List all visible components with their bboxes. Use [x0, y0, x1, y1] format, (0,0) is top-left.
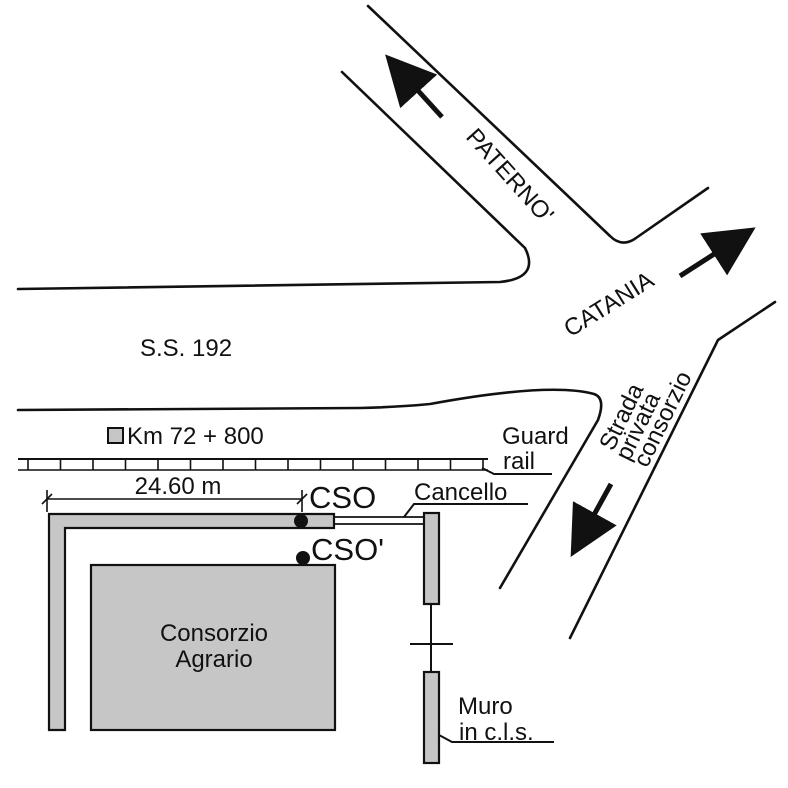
- muro-leader: [438, 734, 554, 743]
- km-marker-icon: [107, 427, 124, 444]
- cso-prime-point-icon: [296, 551, 310, 565]
- label-consorzio-agrario-line2: Agrario: [175, 646, 252, 673]
- consorzio-agrario-building: [89, 563, 337, 732]
- wall-segment-upper: [422, 511, 441, 606]
- road-ss192-north-edge: [16, 70, 531, 291]
- road-catania-south-edge: [568, 300, 777, 640]
- arrow-paterno: [385, 54, 444, 119]
- dimension-line: [41, 490, 308, 512]
- label-cancello: Cancello: [414, 479, 507, 506]
- label-distance: 24.60 m: [135, 473, 222, 500]
- road-paterno-east-edge: [366, 4, 710, 244]
- label-cso: CSO: [309, 480, 376, 515]
- label-rail: rail: [503, 448, 535, 475]
- label-ss192: S.S. 192: [140, 335, 232, 362]
- arrow-catania: [678, 227, 756, 279]
- label-catania: CATANIA: [559, 267, 658, 343]
- arrow-strada-privata: [570, 482, 617, 558]
- label-muro-cls: in c.l.s.: [459, 719, 534, 746]
- label-km: Km 72 + 800: [127, 423, 264, 450]
- label-muro: Muro: [458, 693, 513, 720]
- cso-point-icon: [294, 514, 308, 528]
- guard-rail-leader: [481, 467, 552, 475]
- guard-rail: [18, 458, 488, 471]
- label-consorzio-agrario-line1: Consorzio: [160, 620, 268, 647]
- label-cso-prime: CSO': [311, 532, 384, 567]
- road-ss192-south-edge: [16, 388, 603, 590]
- perimeter-wall: [47, 512, 336, 732]
- label-guard: Guard: [502, 423, 569, 450]
- wall-segment-lower: [422, 670, 441, 765]
- cancello-leader: [403, 503, 528, 518]
